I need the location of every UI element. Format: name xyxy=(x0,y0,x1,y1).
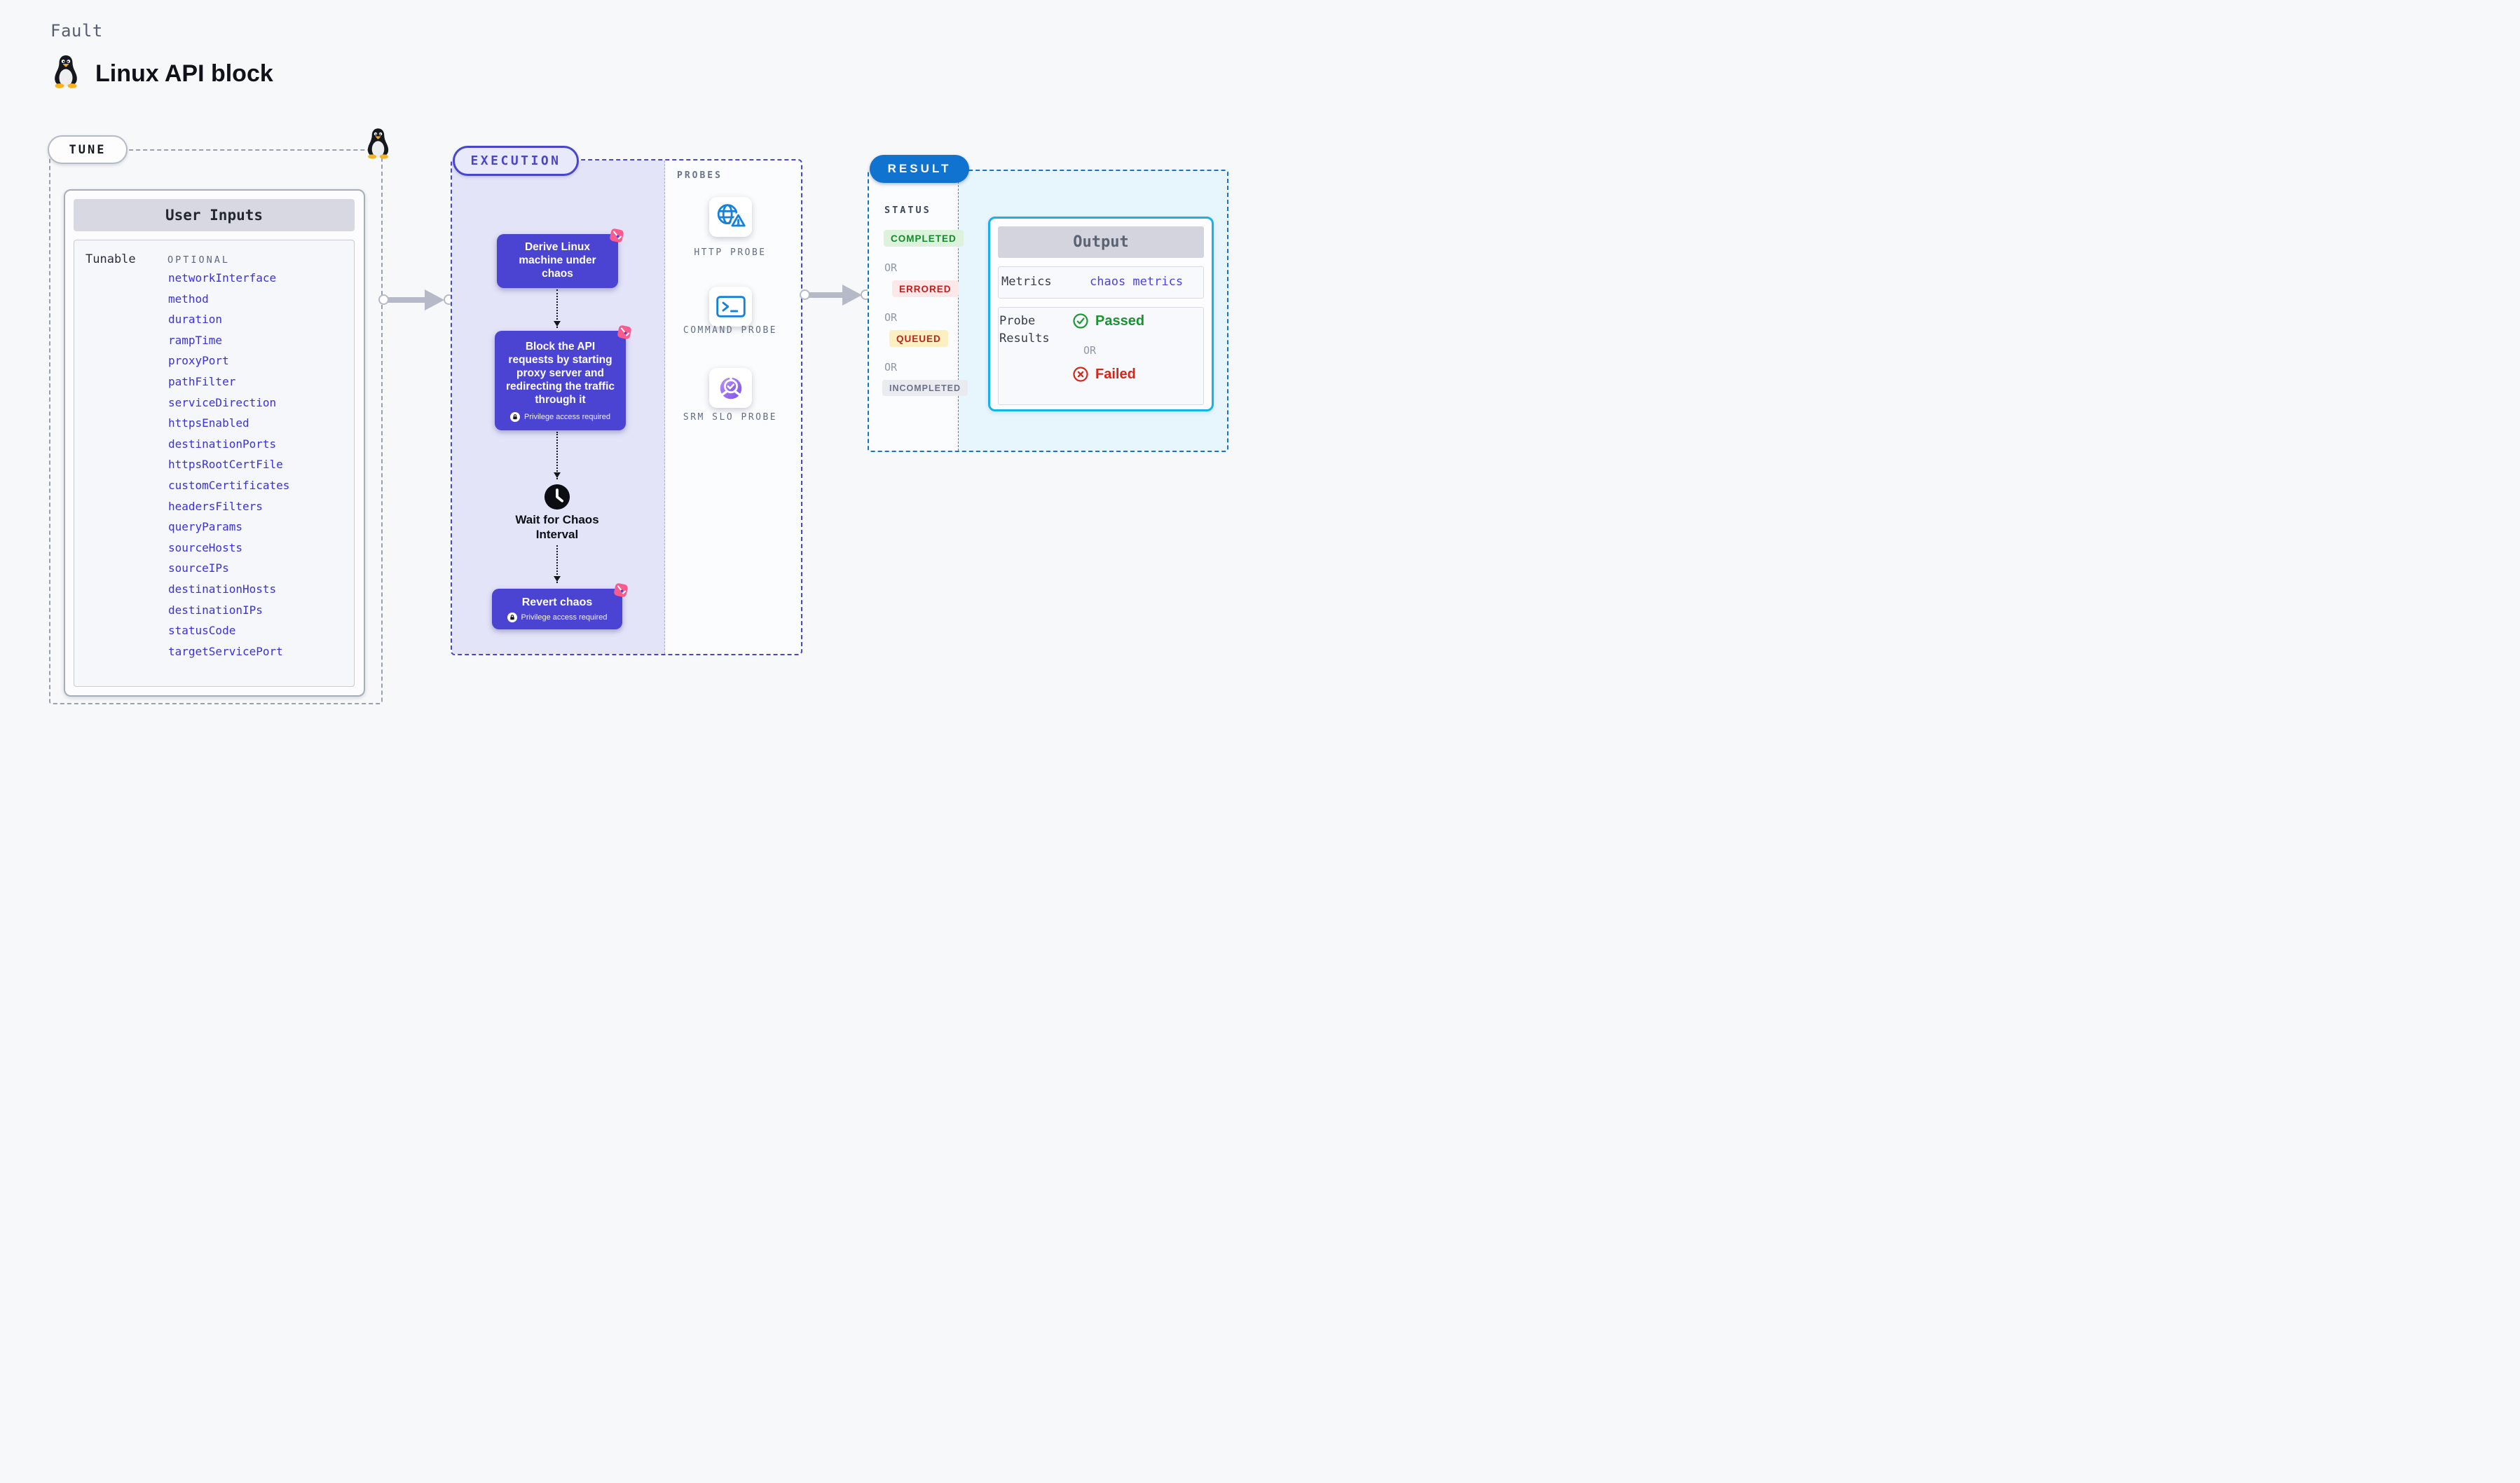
execution-section-pill: EXECUTION xyxy=(453,146,579,176)
tunable-param: proxyPort xyxy=(168,354,229,368)
tunable-param: networkInterface xyxy=(168,271,277,285)
tunable-param: method xyxy=(168,292,209,306)
privilege-badge: Privilege access required xyxy=(510,411,610,422)
metrics-row xyxy=(998,266,1204,299)
srm-slo-probe-card xyxy=(709,368,752,408)
flow-arrow-icon xyxy=(800,285,871,306)
user-inputs-title: User Inputs xyxy=(74,199,355,231)
tux-penguin-icon xyxy=(55,55,77,88)
optional-tag: OPTIONAL xyxy=(167,254,231,266)
tunable-param: httpsEnabled xyxy=(168,416,249,430)
passed-label: Passed xyxy=(1095,313,1145,329)
tunable-param: sourceHosts xyxy=(168,540,242,554)
check-circle-icon xyxy=(1073,313,1088,329)
or-label: OR xyxy=(1083,344,1097,357)
probe-name: SRM SLO PROBE xyxy=(683,412,778,423)
probe-results-label: Probe Results xyxy=(999,314,1050,346)
output-card: Output Metrics chaos metrics xyxy=(988,217,1214,411)
slo-donut-check-icon xyxy=(720,376,741,399)
flow-connector xyxy=(554,289,561,328)
step-block-api: Block the API requests by starting proxy… xyxy=(495,325,631,430)
passed-result: Passed xyxy=(1072,313,1144,329)
fault-eyebrow-label: Fault xyxy=(50,21,103,41)
clock-icon xyxy=(544,484,570,510)
status-badge-queued: QUEUED xyxy=(889,330,948,347)
tunable-param: customCertificates xyxy=(168,478,290,492)
user-inputs-card: User Inputs Tunable OPTIONAL networkInte… xyxy=(64,189,365,697)
tux-penguin-icon xyxy=(367,128,389,159)
tunable-param: queryParams xyxy=(168,520,242,534)
status-badge-errored: ERRORED xyxy=(892,280,959,297)
privilege-badge-label: Privilege access required xyxy=(521,613,608,622)
step-revert-chaos: Revert chaos Privilege access required xyxy=(492,583,628,629)
failed-label: Failed xyxy=(1095,366,1136,382)
tunable-param: serviceDirection xyxy=(168,395,277,409)
chaos-knot-badge-icon xyxy=(614,583,628,597)
tunable-param: rampTime xyxy=(168,333,223,347)
terminal-icon xyxy=(715,296,746,317)
output-title: Output xyxy=(998,226,1204,258)
tunable-param: destinationPorts xyxy=(168,437,277,451)
privilege-badge-label: Privilege access required xyxy=(524,412,610,421)
flow-connector xyxy=(554,432,561,479)
tune-section-box xyxy=(49,149,383,704)
lock-icon xyxy=(510,411,521,422)
tunable-param: destinationHosts xyxy=(168,582,277,596)
status-badge-completed: COMPLETED xyxy=(884,230,964,247)
result-section-pill: RESULT xyxy=(870,155,969,183)
step-wait-interval: Wait for Chaos Interval xyxy=(515,513,599,542)
probes-section-label: PROBES xyxy=(677,170,723,181)
tunable-param: targetServicePort xyxy=(168,644,283,658)
tunable-param: destinationIPs xyxy=(168,603,263,617)
or-label: OR xyxy=(884,311,898,324)
tunable-param: headersFilters xyxy=(168,499,263,513)
http-probe-card xyxy=(709,197,752,237)
probe-results-row xyxy=(998,307,1204,405)
step-text: Revert chaos xyxy=(521,596,593,609)
tunable-param: statusCode xyxy=(168,624,236,638)
page-title: Linux API block xyxy=(95,60,273,87)
chaos-knot-badge-icon xyxy=(610,228,624,242)
x-circle-icon xyxy=(1073,367,1088,382)
status-label: STATUS xyxy=(884,205,931,216)
flow-connector xyxy=(554,545,561,583)
status-column xyxy=(869,171,959,451)
user-inputs-table: Tunable OPTIONAL networkInterface method d… xyxy=(74,240,355,687)
metrics-value: chaos metrics xyxy=(1090,275,1184,289)
tunable-param: sourceIPs xyxy=(168,561,229,575)
tunable-param: duration xyxy=(168,313,223,327)
lock-icon xyxy=(507,612,517,622)
probe-name: HTTP PROBE xyxy=(694,247,767,258)
step-text: Derive Linux machine under chaos xyxy=(519,241,596,280)
or-label: OR xyxy=(884,261,898,274)
step-text: Block the API requests by starting proxy… xyxy=(505,341,615,406)
globe-warning-icon xyxy=(717,204,747,228)
failed-result: Failed xyxy=(1072,366,1136,383)
chaos-knot-badge-icon xyxy=(617,325,631,339)
status-badge-incompleted: INCOMPLETED xyxy=(882,380,968,396)
or-label: OR xyxy=(884,361,898,374)
tunable-param: httpsRootCertFile xyxy=(168,458,283,472)
probe-name: COMMAND PROBE xyxy=(683,325,778,336)
flow-arrow-icon xyxy=(378,289,454,310)
tunable-row-label: Tunable xyxy=(85,252,136,266)
step-derive-machine: Derive Linux machine under chaos xyxy=(497,228,624,288)
fault-diagram: Fault Linux API block TUNE User Inputs T… xyxy=(0,0,1260,742)
tune-section-pill: TUNE xyxy=(48,135,128,164)
tunable-param: pathFilter xyxy=(168,374,236,388)
command-probe-card xyxy=(709,287,752,327)
metrics-label: Metrics xyxy=(1001,275,1052,289)
tunable-params-list: networkInterface method duration rampTime pr… xyxy=(168,268,350,662)
privilege-badge: Privilege access required xyxy=(507,612,608,622)
